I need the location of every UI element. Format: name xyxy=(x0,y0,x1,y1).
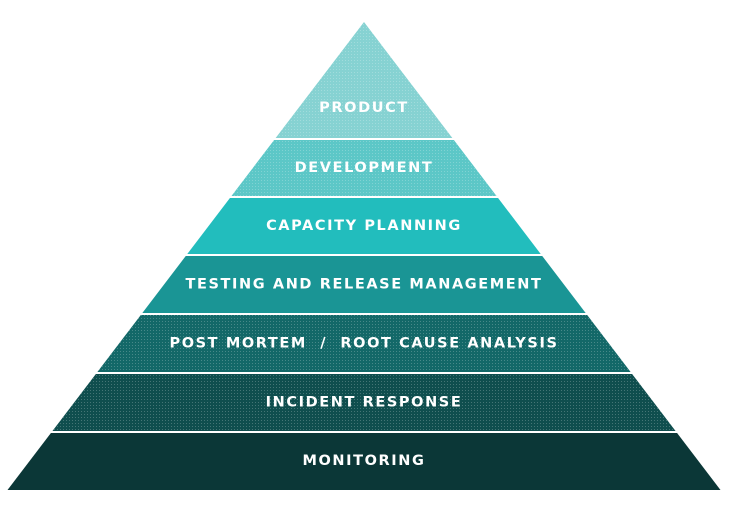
tier-development-label: DEVELOPMENT xyxy=(295,160,434,176)
tier-testing-release: TESTING AND RELEASE MANAGEMENT xyxy=(142,256,586,313)
tier-product-label: PRODUCT xyxy=(319,100,409,116)
tier-development: DEVELOPMENT xyxy=(231,140,497,196)
tier-post-mortem-texture xyxy=(97,315,631,372)
tier-product: PRODUCT xyxy=(275,22,453,138)
tier-monitoring: MONITORING xyxy=(7,433,721,490)
tier-capacity-planning-shape xyxy=(187,198,541,254)
tier-capacity-planning-label: CAPACITY PLANNING xyxy=(266,218,462,234)
tier-post-mortem-label: POST MORTEM / ROOT CAUSE ANALYSIS xyxy=(169,336,558,352)
tier-post-mortem: POST MORTEM / ROOT CAUSE ANALYSIS xyxy=(97,315,631,372)
tier-capacity-planning: CAPACITY PLANNING xyxy=(187,198,541,254)
tier-development-texture xyxy=(231,140,497,196)
tier-product-texture xyxy=(275,22,453,138)
tier-incident-response-label: INCIDENT RESPONSE xyxy=(266,395,463,411)
tier-incident-response: INCIDENT RESPONSE xyxy=(52,374,676,431)
tier-testing-release-label: TESTING AND RELEASE MANAGEMENT xyxy=(185,277,542,293)
tier-incident-response-texture xyxy=(52,374,676,431)
tier-monitoring-shape xyxy=(7,433,721,490)
tier-testing-release-shape xyxy=(142,256,586,313)
tier-monitoring-label: MONITORING xyxy=(302,453,425,469)
